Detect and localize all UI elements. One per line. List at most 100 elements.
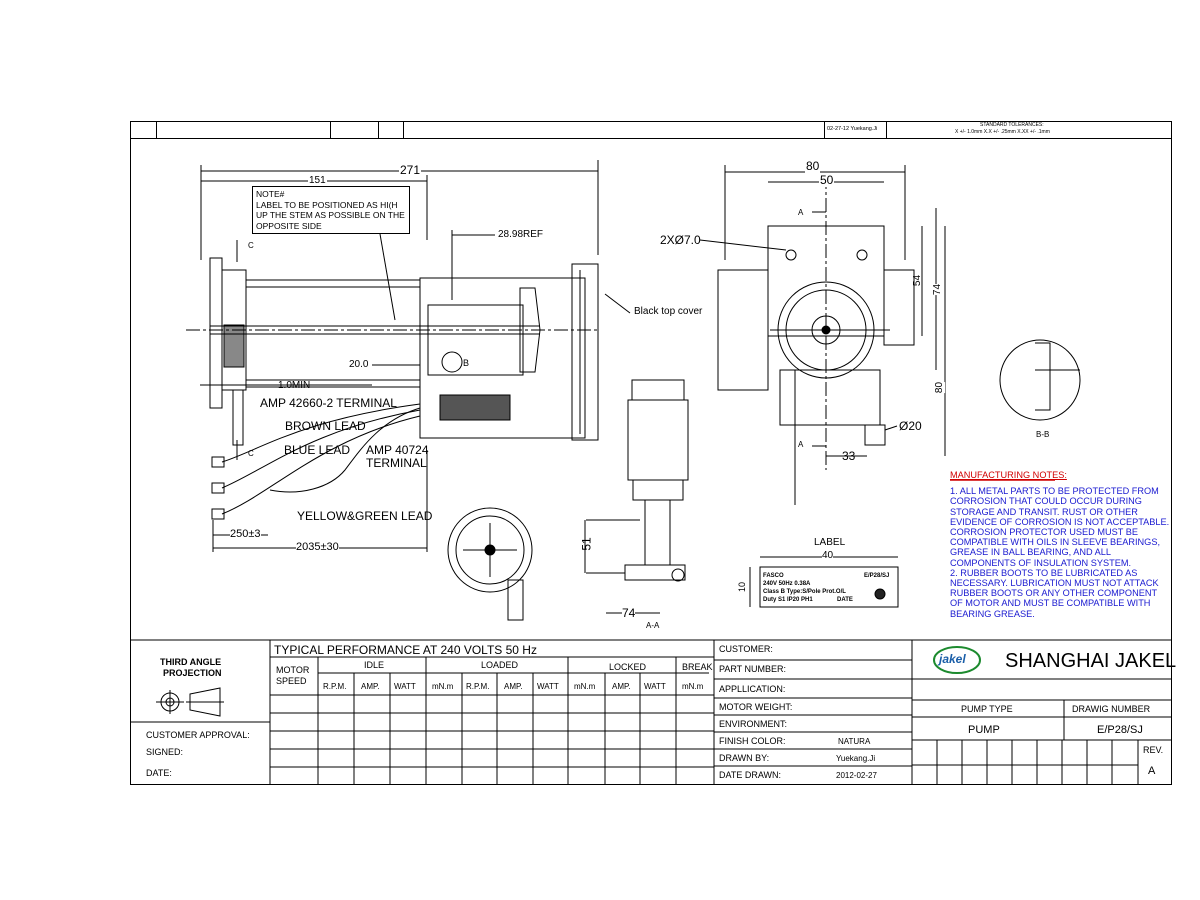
pump-type-label: PUMP TYPE: [961, 704, 1013, 714]
section-bb-label: B-B: [1036, 430, 1050, 439]
header-cell-divider: [403, 121, 404, 138]
performance-title: TYPICAL PERFORMANCE AT 240 VOLTS 50 Hz: [274, 643, 537, 657]
label-title: LABEL: [814, 537, 846, 548]
projection-line1: THIRD ANGLE: [160, 657, 222, 667]
note-1: 1. ALL METAL PARTS TO BE PROTECTED FROM …: [950, 486, 1170, 568]
application-label: APPLLICATION:: [719, 684, 786, 694]
customer-approval-label: CUSTOMER APPROVAL:: [146, 730, 250, 740]
col-break-torque: mN.m: [682, 682, 704, 691]
date-label: DATE:: [146, 768, 172, 778]
label-date: DATE: [837, 597, 853, 603]
amp-40724-callout-line1: AMP 40724: [366, 443, 429, 457]
dim-hole: 2XØ7.0: [660, 233, 701, 247]
col-idle-watt: WATT: [394, 682, 416, 691]
col-loaded-watt: WATT: [537, 682, 559, 691]
dim-dia20: Ø20: [899, 419, 922, 433]
brown-lead-callout: BROWN LEAD: [285, 419, 366, 433]
finish-color-label: FINISH COLOR:: [719, 736, 786, 746]
date-drawn-label: DATE DRAWN:: [719, 770, 781, 780]
header-divider: [130, 138, 1172, 139]
speed-label: SPEED: [276, 676, 307, 686]
drawn-by-label: DRAWN BY:: [719, 753, 770, 763]
section-a-bottom: A: [798, 440, 804, 449]
header-cell-divider: [156, 121, 157, 138]
dim-51: 51: [579, 537, 594, 551]
header-cell-divider: [886, 121, 887, 138]
detail-b-marker: B: [463, 358, 470, 368]
dim-2035: 2035±30: [296, 541, 339, 553]
signed-label: SIGNED:: [146, 747, 184, 757]
dim-80-vertical: 80: [934, 381, 946, 394]
label-width-dim: 40: [822, 550, 834, 561]
section-c-bottom: C: [248, 449, 254, 458]
col-loaded-torque: mN.m: [432, 682, 454, 691]
drawing-number-label: DRAWIG NUMBER: [1072, 704, 1151, 714]
customer-field-label: CUSTOMER:: [719, 644, 773, 654]
header-cell-divider: [824, 121, 825, 138]
header-date-author: 02-27-12 Yuekang.Ji: [827, 126, 878, 132]
dim-74-vertical: 74: [932, 283, 944, 296]
label-rating: 240V 50Hz 0.38A: [763, 581, 811, 587]
dim-250: 250±3: [230, 528, 261, 540]
col-locked-torque: mN.m: [574, 682, 596, 691]
dim-50: 50: [819, 173, 835, 187]
projection-line2: PROJECTION: [163, 668, 222, 678]
company-name: SHANGHAI JAKEL: [1005, 650, 1177, 672]
header-cell-divider: [330, 121, 331, 138]
motor-label: MOTOR: [276, 665, 310, 675]
label-duty: Duty S1 IP20 PH1: [763, 597, 813, 603]
col-loaded-rpm: R.P.M.: [466, 682, 490, 691]
loaded-header: LOADED: [481, 660, 519, 670]
dim-54: 54: [912, 274, 924, 287]
section-c-top: C: [248, 241, 254, 250]
dim-151: 151: [308, 175, 327, 186]
dim-74-horizontal: 74: [622, 606, 636, 620]
notes-heading: MANUFACTURING NOTES:: [950, 470, 1067, 480]
blue-lead-callout: BLUE LEAD: [284, 443, 351, 457]
break-header: BREAK: [682, 662, 713, 672]
col-locked-amp: AMP.: [612, 682, 631, 691]
section-a-top: A: [798, 208, 804, 217]
dim-271: 271: [399, 163, 422, 177]
drawn-by-value: Yuekang.Ji: [836, 754, 876, 763]
note-2: 2. RUBBER BOOTS TO BE LUBRICATED AS NECE…: [950, 567, 1159, 619]
col-loaded-amp: AMP.: [504, 682, 523, 691]
note-title: NOTE#: [256, 189, 285, 199]
amp-40724-callout-line2: TERMINAL: [366, 456, 427, 470]
tolerances-title: STANDARD TOLERANCES:: [980, 122, 1044, 128]
col-idle-rpm: R.P.M.: [323, 682, 347, 691]
dim-min: 1.0MIN: [278, 380, 311, 391]
black-top-cover-callout: Black top cover: [634, 306, 703, 317]
note-text: LABEL TO BE POSITIONED AS HI(H UP THE ST…: [256, 199, 405, 231]
drawing-number-value: E/P28/SJ: [1097, 724, 1143, 736]
finish-color-value: NATURA: [838, 737, 871, 746]
environment-label: ENVIRONMENT:: [719, 719, 788, 729]
label-position-note: NOTE# LABEL TO BE POSITIONED AS HI(H UP …: [252, 186, 410, 234]
part-number-label: PART NUMBER:: [719, 664, 787, 674]
section-aa-label: A-A: [646, 621, 660, 630]
label-model: E/P28/SJ: [864, 573, 890, 579]
tolerances-values: X +/- 1.0mm X.X +/- .25mm X.XX +/- .1mm: [955, 129, 1050, 135]
motor-weight-label: MOTOR WEIGHT:: [719, 702, 793, 712]
col-idle-amp: AMP.: [361, 682, 380, 691]
drawing-frame: [130, 121, 1172, 785]
header-cell-divider: [378, 121, 379, 138]
company-logo: jakel: [939, 652, 966, 666]
label-brand: FASCO: [763, 573, 784, 579]
revision-label: REV.: [1143, 745, 1164, 755]
dim-20: 20.0: [349, 359, 369, 370]
date-drawn-value: 2012-02-27: [836, 771, 877, 780]
amp-terminal-callout: AMP 42660-2 TERMINAL: [260, 396, 397, 410]
label-class: Class B Type:S/Pole Prot.O/L: [763, 589, 846, 595]
revision-value: A: [1148, 765, 1156, 777]
dim-33: 33: [842, 449, 856, 463]
yellow-green-lead-callout: YELLOW&GREEN LEAD: [297, 509, 433, 523]
dim-ref: 28.98REF: [498, 229, 544, 240]
idle-header: IDLE: [364, 660, 385, 670]
manufacturing-notes: MANUFACTURING NOTES: 1. ALL METAL PARTS …: [950, 470, 1172, 619]
dim-80-top: 80: [805, 159, 821, 173]
pump-type-value: PUMP: [968, 724, 1000, 736]
col-locked-watt: WATT: [644, 682, 666, 691]
label-height-dim: 10: [737, 581, 748, 593]
